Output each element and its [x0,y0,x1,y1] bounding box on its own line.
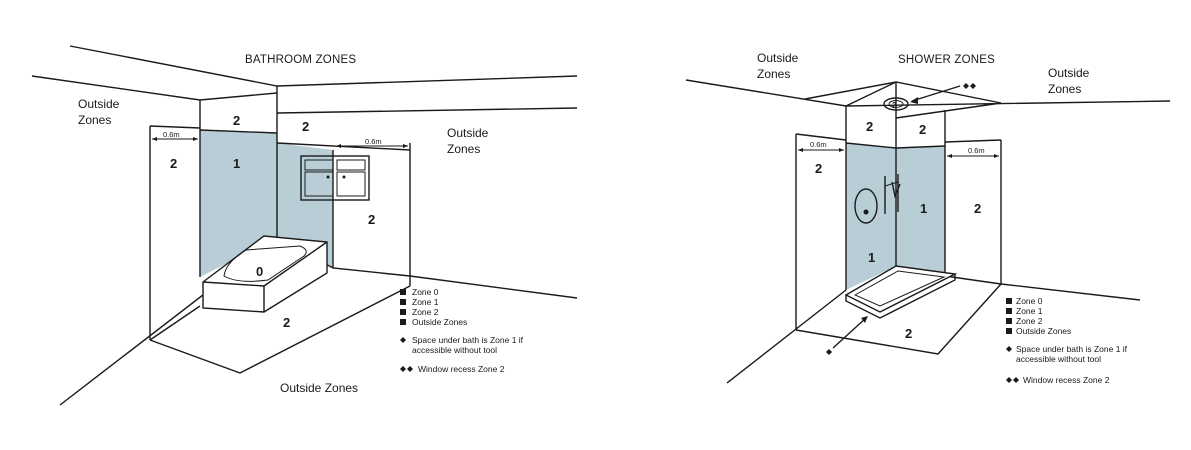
shower-legend-note-2: accessible without tool [1016,354,1101,364]
shower-outer-left-top [795,133,847,141]
diamond-icon [1006,346,1012,352]
bathroom-dim-left-label: 0.6m [163,130,180,139]
bathroom-legend-zone0: Zone 0 [412,287,439,297]
bathroom-dim-left [152,137,198,141]
shower-legend-outside: Outside Zones [1016,326,1071,336]
shower-outside-left-1: Outside [757,51,799,65]
bathroom-zone-bath: 0 [256,264,263,279]
bathroom-title: BATHROOM ZONES [245,54,356,66]
bathroom-outer-left-top [149,125,201,129]
shower-legend-zone1: Zone 1 [1016,306,1043,316]
shower-floor-left [726,289,847,384]
bathtub-icon [202,235,328,313]
bathroom-legend-outside: Outside Zones [412,317,467,327]
shower-zone-ceiling-b: 2 [919,122,926,137]
shower-legend: Zone 0 Zone 1 Zone 2 Outside Zones Space… [1006,296,1128,385]
bathroom-ceiling-left [69,45,578,87]
shower-zone-ceiling-a: 2 [866,119,873,134]
legend-square-icon [1006,298,1012,304]
shower-outside-left-2: Zones [757,67,790,81]
bathroom-zone-ceiling-b: 2 [302,119,309,134]
bathroom-ceiling-right [276,107,578,114]
shower-legend-note-1: Space under bath is Zone 1 if [1016,344,1128,354]
bathroom-zone-floor: 2 [283,315,290,330]
bathroom-zone-ceiling-a: 2 [233,113,240,128]
bathroom-dim-right [336,144,408,148]
shower-outside-right-2: Zones [1048,82,1081,96]
shower-title: SHOWER ZONES [898,54,995,66]
shower-dim-right [947,154,999,158]
diamond-icon [1013,377,1019,383]
ceiling-light-icon [883,97,909,111]
diamond-icon [963,83,969,89]
shower-ceiling-front [895,102,1002,119]
bathroom-zone-left: 2 [170,156,177,171]
shower-outer-right-top [944,139,1002,143]
shower-zone-top-left [845,142,897,149]
bathroom-outside-bottom: Outside Zones [280,381,358,395]
shower-zone-floor: 2 [905,326,912,341]
diamond-icon [400,337,406,343]
shower-tray-icon [844,265,958,319]
shower-zone-wall-left: 1 [868,250,875,265]
shower-zone-top-right [895,145,946,149]
bathroom-legend-zone2: Zone 2 [412,307,439,317]
bathroom-outside-right-1: Outside [447,126,489,140]
shower-dim-left [798,148,844,152]
shower-ceiling-outer [685,79,1171,107]
shower-dim-left-label: 0.6m [810,140,827,149]
shower-legend-window: Window recess Zone 2 [1023,375,1110,385]
legend-square-icon [1006,308,1012,314]
legend-square-icon [1006,328,1012,334]
diamond-icon [1006,377,1012,383]
legend-square-icon [400,319,406,325]
bathroom-legend-window: Window recess Zone 2 [418,364,505,374]
shower-ceiling-diag [845,81,897,107]
bathroom-legend-zone1: Zone 1 [412,297,439,307]
arrow-head-icon [910,97,918,104]
bathroom-zone-main: 1 [233,156,240,171]
shower-zone-right: 2 [974,201,981,216]
bathroom-outside-right-2: Zones [447,142,480,156]
bathroom-zone1-side-wall [277,143,333,268]
legend-square-icon [400,299,406,305]
bathroom-dim-right-label: 0.6m [365,137,382,146]
diamond-icon [970,83,976,89]
ceiling-light-arrow [911,85,961,102]
shower-dim-right-label: 0.6m [968,146,985,155]
shower-zone1-left-wall [846,143,896,290]
bathroom-legend-note-2: accessible without tool [412,345,497,355]
bathroom-zone-floor-left [149,305,201,341]
shower-zone-left: 2 [815,161,822,176]
shower-legend-zone0: Zone 0 [1016,296,1043,306]
bathroom-outside-left-2: Zones [78,113,111,127]
shower-zone-wall-right: 1 [920,201,927,216]
legend-square-icon [400,309,406,315]
shower-zone-light: 2 [892,101,897,110]
arrow-head-icon [861,316,868,323]
bathroom-zone-floor-outline [149,285,411,374]
legend-square-icon [1006,318,1012,324]
bathroom-legend-note-1: Space under bath is Zone 1 if [412,335,524,345]
shower-outside-right-1: Outside [1048,66,1090,80]
legend-square-icon [400,289,406,295]
diamond-icon [826,349,832,355]
bathroom-legend: Zone 0 Zone 1 Zone 2 Outside Zones Space… [400,287,524,374]
bathroom-zone-top [199,129,278,134]
bathroom-zones-diagram: BATHROOM ZONES Outside Zones Outside Zon… [31,45,578,406]
shower-floor-right [944,275,1141,301]
window-icon [300,155,370,201]
shower-head-icon [854,174,901,224]
bathroom-zone-right: 2 [368,212,375,227]
bathroom-outside-left-1: Outside [78,97,120,111]
shower-zones-diagram: SHOWER ZONES Outside Zones Outside Zones… [685,51,1171,385]
shower-zone1-right-wall [896,146,945,276]
diamond-icon [400,366,406,372]
shower-legend-zone2: Zone 2 [1016,316,1043,326]
under-tray-arrow [832,317,867,349]
diamond-icon [407,366,413,372]
